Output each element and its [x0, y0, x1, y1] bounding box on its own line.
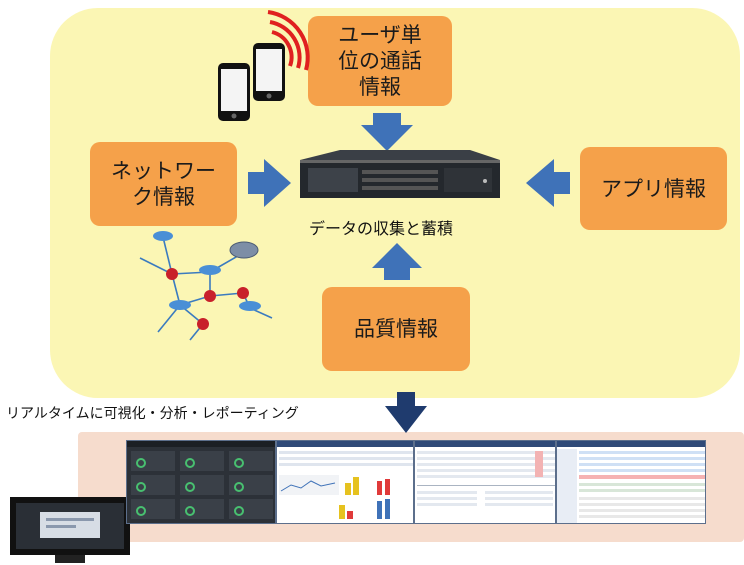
network-nodes — [153, 231, 261, 330]
user-call-info-box: ユーザ単 位の通話 情報 — [308, 16, 452, 106]
arrow-up-from-quality — [372, 243, 422, 280]
app-info-box: アプリ情報 — [580, 147, 727, 230]
monitor-icon — [10, 497, 130, 563]
arrow-left-from-app — [526, 159, 570, 207]
arrow-right-from-network — [248, 159, 291, 207]
dashboard-screenshot-4 — [556, 440, 706, 524]
collection-label: データの収集と蓄積 — [309, 219, 454, 238]
arrow-down-from-user — [361, 113, 413, 151]
dashboard-screenshot-1 — [126, 440, 276, 524]
arrow-down-to-visualization — [385, 392, 427, 433]
dashboard-screenshot-2 — [276, 440, 414, 524]
visualization-label: リアルタイムに可視化・分析・レポーティング — [6, 406, 299, 422]
server-icon — [300, 150, 500, 198]
smartphones-icon — [218, 10, 310, 121]
network-info-box: ネットワー ク情報 — [90, 142, 237, 226]
dashboard-screenshot-3 — [414, 440, 556, 524]
quality-info-box: 品質情報 — [322, 287, 470, 371]
